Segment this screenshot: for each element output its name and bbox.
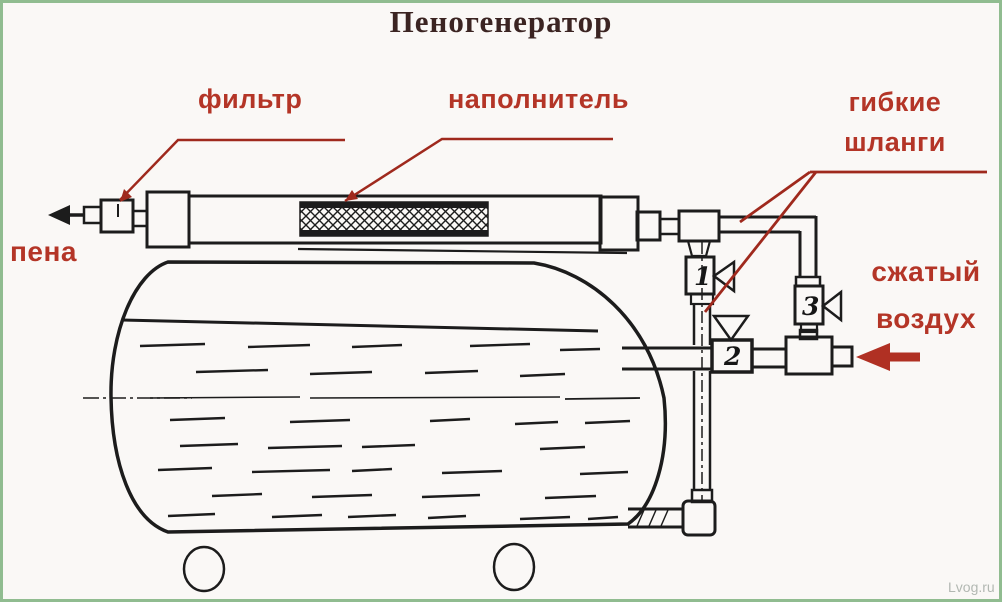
label-compressed-air: сжатый воздух [856, 248, 996, 342]
tee-body [677, 209, 721, 243]
filler-hatch [299, 201, 489, 237]
wheel-right [492, 542, 536, 592]
tee-fitting [635, 209, 721, 258]
label-compressed-air-line2: воздух [875, 303, 977, 334]
tube-under-edge [297, 247, 628, 255]
tube-left-cap [145, 190, 191, 249]
liquid-level-line [121, 318, 599, 333]
air-arrow [856, 343, 920, 371]
leader-filter [119, 138, 345, 202]
wheels [182, 542, 536, 593]
valve-2-body [710, 338, 754, 374]
label-filter: фильтр [198, 84, 303, 114]
valve-3: 3 [793, 284, 843, 334]
vertical-hose [692, 242, 712, 503]
tee-reducer [686, 239, 712, 258]
valve-3-number: 3 [802, 292, 819, 321]
foam-arrow-icon [48, 205, 70, 225]
foam-outlet [48, 205, 103, 225]
leader-filter-arrow-icon [120, 189, 132, 202]
filter-assembly [99, 198, 149, 234]
foam-tube [145, 190, 640, 255]
wheel-left [182, 545, 226, 593]
tank-body [109, 260, 668, 534]
label-flexible-hoses: гибкие шланги [832, 82, 958, 162]
watermark: Lvog.ru [948, 579, 995, 595]
liquid-strokes [139, 342, 641, 521]
bottom-elbow [628, 488, 717, 537]
label-flexible-hoses-line2: шланги [844, 127, 946, 157]
tube-right-cap [598, 195, 640, 252]
valve-1: 1 [684, 255, 736, 306]
valve-3-handle [820, 289, 843, 323]
inlet-stub [830, 345, 854, 368]
filter-coupling [131, 209, 149, 228]
label-flexible-hoses-line1: гибкие [848, 87, 942, 117]
inlet-tee-body [784, 335, 834, 376]
valve-2-number: 2 [723, 342, 741, 371]
elbow-body [681, 499, 717, 537]
leader-filler [344, 137, 613, 203]
air-arrow-icon [856, 343, 890, 371]
horizontal-hose [719, 215, 822, 288]
label-foam: пена [10, 236, 77, 267]
funnel-symbol [711, 314, 751, 343]
page-title: Пеногенератор [389, 4, 613, 39]
outlet-nozzle [82, 205, 103, 225]
tee-connector [635, 210, 662, 242]
leader-filler-arrow-icon [345, 190, 358, 201]
air-inlet-tee [784, 328, 854, 376]
label-filler: наполнитель [448, 84, 629, 114]
tank [83, 260, 668, 534]
label-compressed-air-line1: сжатый [871, 256, 981, 287]
valve-2: 2 [622, 314, 786, 374]
leader-hoses [703, 170, 987, 313]
